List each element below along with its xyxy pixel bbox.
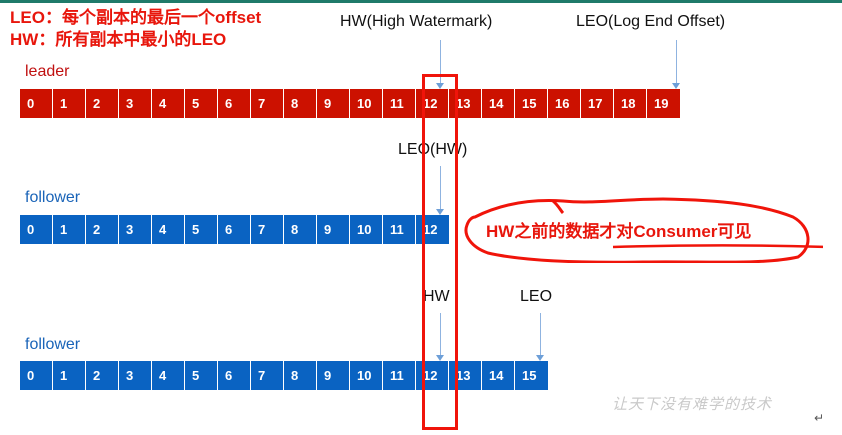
log-offset-cell: 3 (119, 89, 152, 118)
log-offset-cell: 5 (185, 215, 218, 244)
log-offset-cell: 5 (185, 361, 218, 390)
log-offset-cell: 1 (53, 89, 86, 118)
leo-definition-note: LEO：每个副本的最后一个offset (10, 8, 262, 27)
log-offset-cell: 11 (383, 89, 416, 118)
log-offset-cell: 15 (515, 361, 548, 390)
log-offset-cell: 1 (53, 215, 86, 244)
hw-highlight-frame (422, 74, 458, 430)
log-offset-cell: 0 (20, 361, 53, 390)
log-offset-cell: 13 (449, 89, 482, 118)
leader-hw-arrow-icon (436, 40, 444, 89)
log-offset-cell: 2 (86, 215, 119, 244)
log-offset-cell: 12 (416, 89, 449, 118)
log-offset-cell: 13 (449, 361, 482, 390)
follower1-leo-hw-label: LEO(HW) (398, 141, 468, 158)
log-offset-cell: 14 (482, 89, 515, 118)
log-offset-cell: 4 (152, 361, 185, 390)
log-offset-cell: 5 (185, 89, 218, 118)
log-offset-cell: 9 (317, 89, 350, 118)
log-offset-cell: 2 (86, 361, 119, 390)
top-accent-bar (0, 0, 842, 3)
log-offset-cell: 12 (416, 361, 449, 390)
log-offset-cell: 14 (482, 361, 515, 390)
hw-definition-note: HW：所有副本中最小的LEO (10, 30, 227, 49)
log-offset-cell: 8 (284, 89, 317, 118)
log-offset-cell: 11 (383, 361, 416, 390)
leader-label: leader (25, 63, 70, 80)
log-offset-cell: 16 (548, 89, 581, 118)
log-offset-cell: 1 (53, 361, 86, 390)
leader-hw-label: HW(High Watermark) (340, 13, 493, 30)
leader-leo-label: LEO(Log End Offset) (576, 13, 726, 30)
watermark-text: 让天下没有难学的技术 (612, 395, 773, 413)
log-offset-cell: 17 (581, 89, 614, 118)
follower2-leo-label: LEO (520, 288, 553, 305)
follower1-label: follower (25, 189, 81, 206)
log-offset-cell: 9 (317, 361, 350, 390)
callout-text: HW之前的数据才对Consumer可见 (486, 222, 752, 241)
follower1-arrow-icon (436, 166, 444, 215)
log-offset-cell: 7 (251, 89, 284, 118)
log-offset-cell: 3 (119, 215, 152, 244)
log-offset-cell: 10 (350, 361, 383, 390)
log-offset-cell: 7 (251, 361, 284, 390)
log-offset-cell: 10 (350, 215, 383, 244)
log-offset-cell: 6 (218, 361, 251, 390)
log-offset-cell: 0 (20, 89, 53, 118)
callout-ellipse-icon (464, 197, 823, 263)
return-mark-icon: ↵ (814, 411, 825, 425)
log-offset-cell: 8 (284, 215, 317, 244)
log-offset-cell: 8 (284, 361, 317, 390)
log-offset-cell: 3 (119, 361, 152, 390)
follower2-hw-label: HW (423, 288, 450, 305)
log-offset-cell: 18 (614, 89, 647, 118)
log-offset-cell: 0 (20, 215, 53, 244)
follower2-label: follower (25, 336, 81, 353)
log-offset-cell: 6 (218, 215, 251, 244)
follower2-hw-arrow-icon (436, 313, 444, 361)
log-offset-cell: 7 (251, 215, 284, 244)
log-offset-cell: 6 (218, 89, 251, 118)
log-offset-cell: 10 (350, 89, 383, 118)
log-offset-cell: 2 (86, 89, 119, 118)
leader-leo-arrow-icon (672, 40, 680, 89)
log-offset-cell: 4 (152, 215, 185, 244)
log-offset-cell: 19 (647, 89, 680, 118)
log-offset-cell: 9 (317, 215, 350, 244)
follower2-leo-arrow-icon (536, 313, 544, 361)
log-offset-cell: 11 (383, 215, 416, 244)
log-offset-cell: 4 (152, 89, 185, 118)
log-offset-cell: 15 (515, 89, 548, 118)
log-offset-cell: 12 (416, 215, 449, 244)
